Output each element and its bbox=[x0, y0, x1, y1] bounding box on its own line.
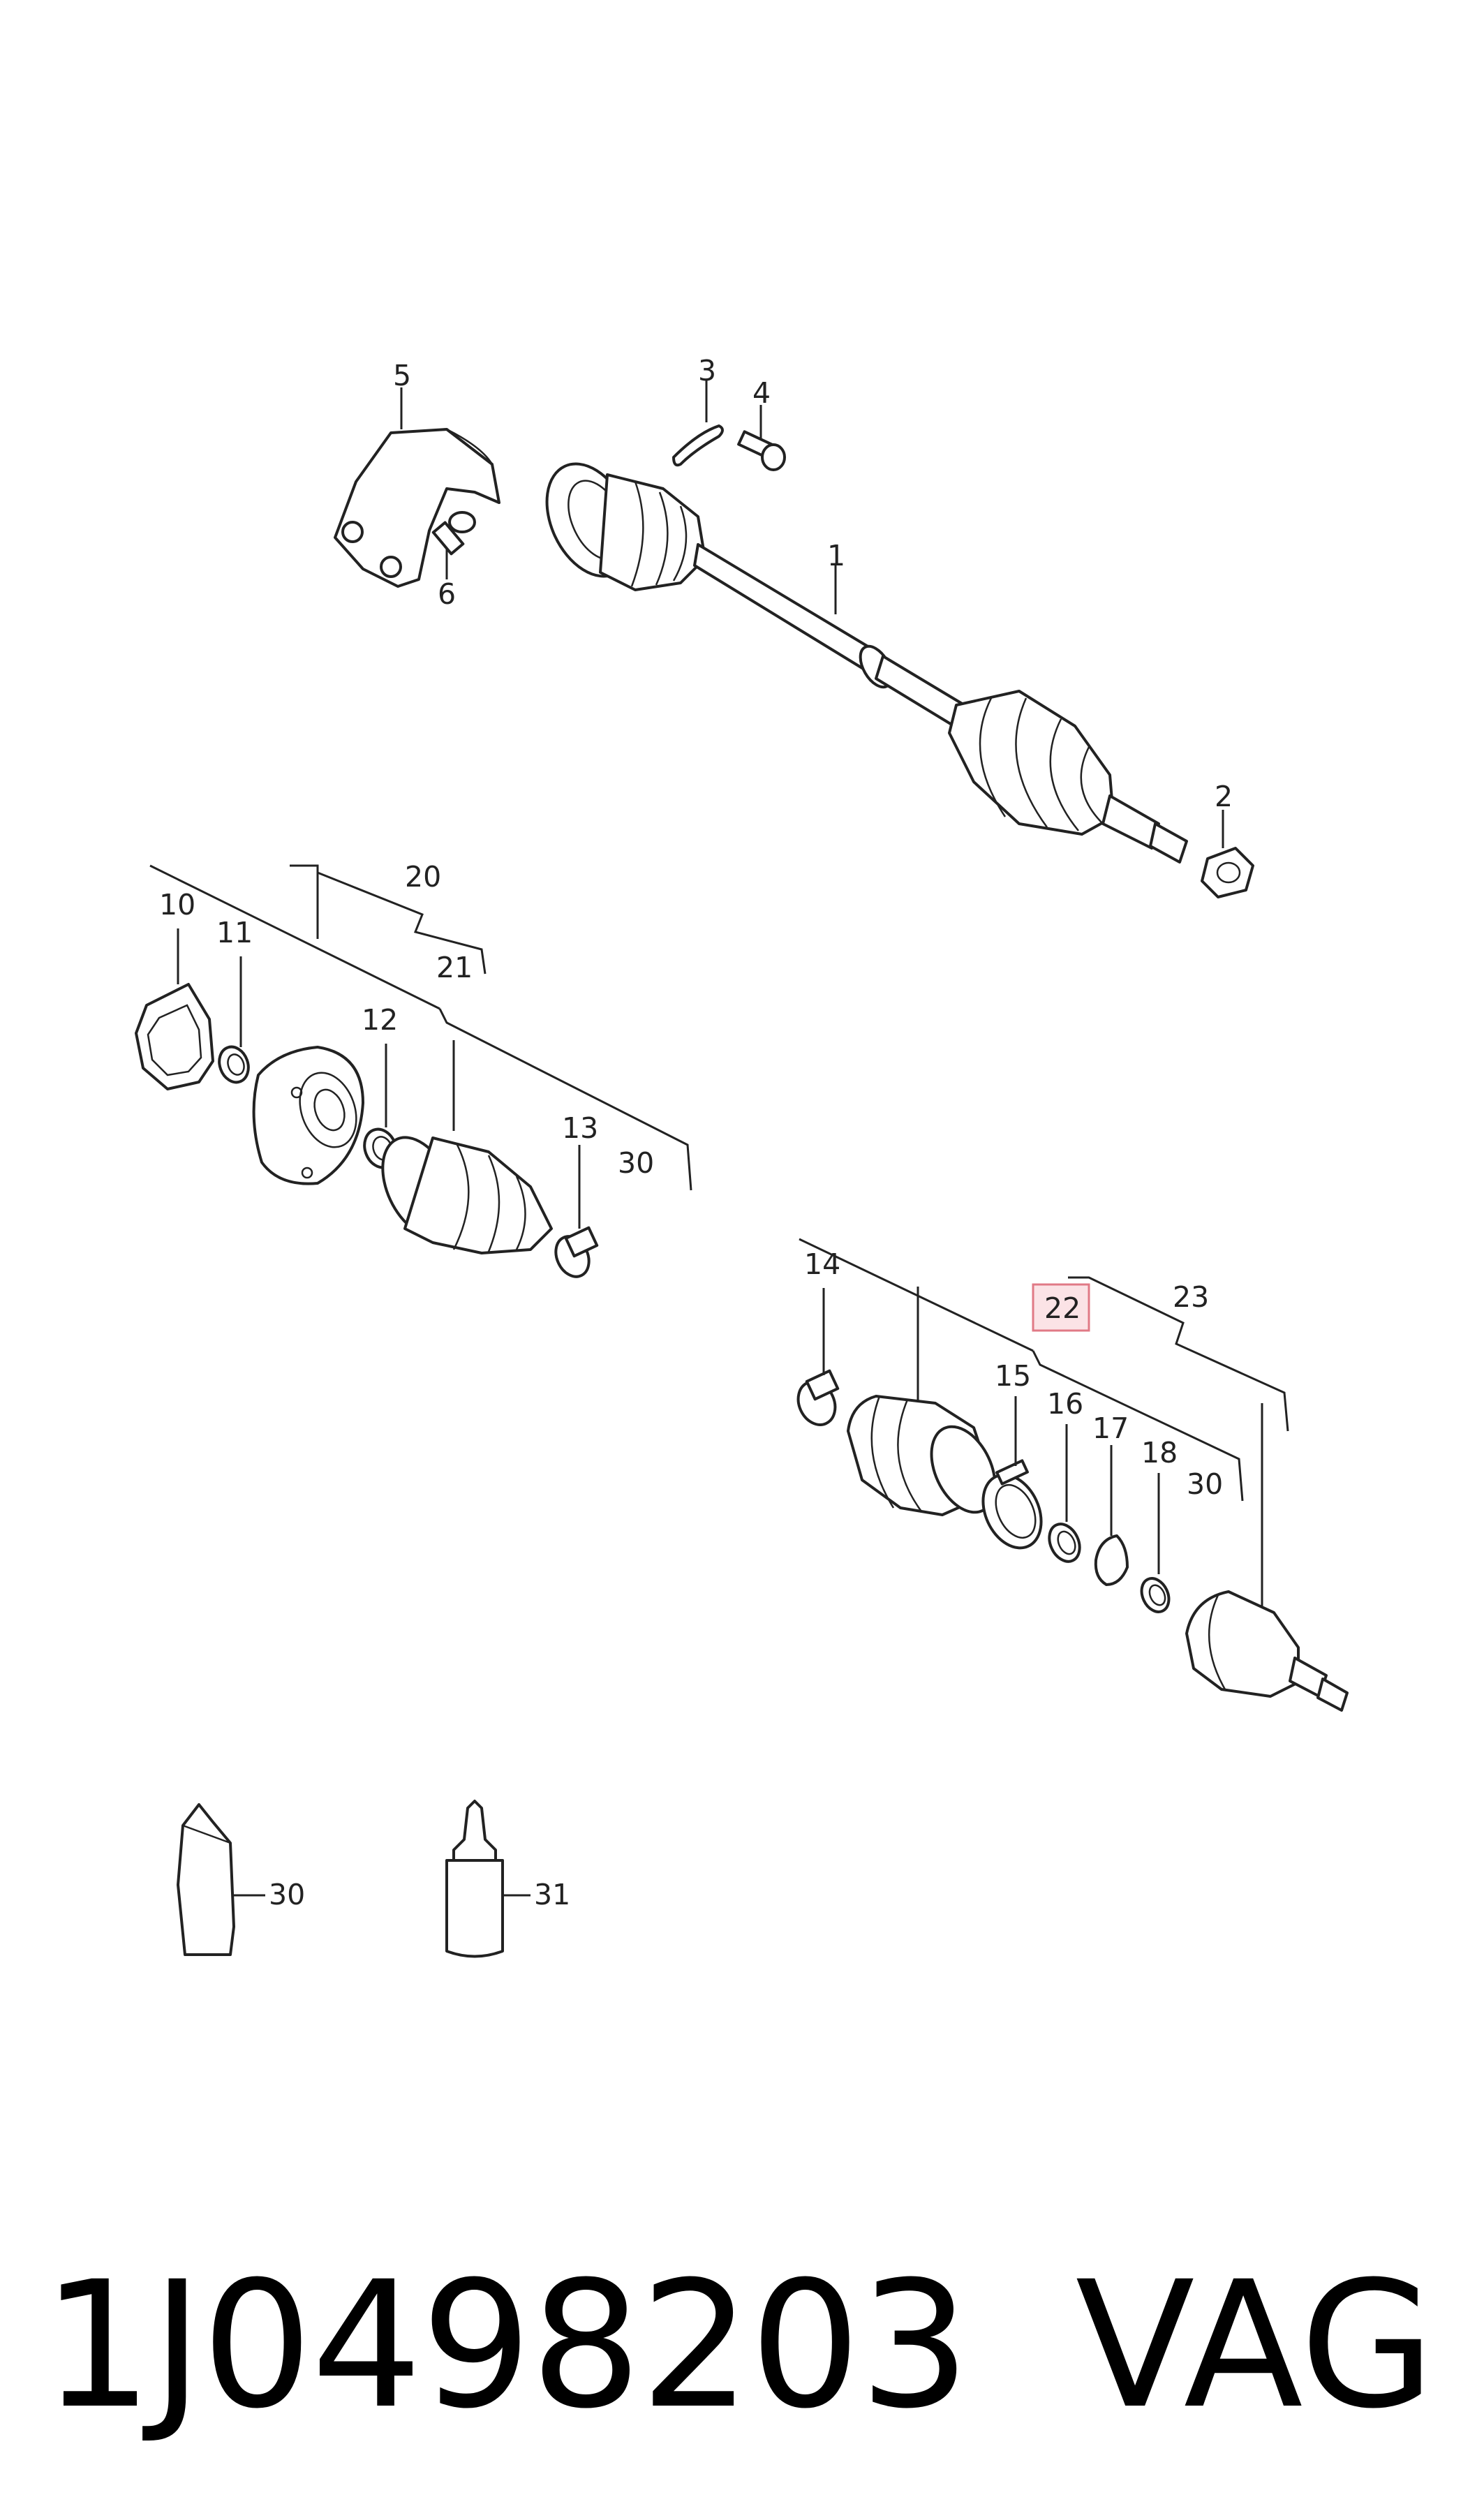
clamp-14-part bbox=[796, 1369, 840, 1426]
footer: 1J0498203 VAG bbox=[0, 2199, 1484, 2492]
bolt-4-part bbox=[737, 430, 786, 471]
callout-22-highlight bbox=[1032, 1283, 1090, 1332]
callout-31: 31 bbox=[534, 1878, 570, 1911]
outer-boot-part bbox=[847, 1395, 997, 1516]
inner-cv-joint-part bbox=[252, 1046, 364, 1185]
bolt-6-part bbox=[431, 511, 476, 556]
callout-30-tube: 30 bbox=[269, 1878, 305, 1911]
dish-spring-17-part bbox=[1094, 1534, 1129, 1586]
clamp-13-part bbox=[554, 1226, 599, 1278]
heat-shield-part bbox=[334, 428, 500, 588]
callout-10: 10 bbox=[159, 888, 195, 921]
drive-shaft-part bbox=[545, 462, 1188, 864]
callout-11: 11 bbox=[216, 916, 253, 949]
callout-15: 15 bbox=[995, 1359, 1031, 1393]
callout-2: 2 bbox=[1215, 780, 1233, 813]
callout-30-inner: 30 bbox=[618, 1146, 654, 1180]
outer-joint-kit-bracket bbox=[799, 1238, 1289, 1620]
inner-joint-kit-bracket bbox=[149, 864, 692, 1191]
callout-12: 12 bbox=[362, 1003, 398, 1037]
callout-23: 23 bbox=[1173, 1280, 1209, 1314]
gasket-10-part bbox=[135, 983, 214, 1090]
callout-22: 22 bbox=[1044, 1291, 1081, 1325]
callout-30-outer: 30 bbox=[1187, 1467, 1223, 1501]
callout-14: 14 bbox=[804, 1247, 840, 1281]
callout-3: 3 bbox=[698, 354, 716, 387]
outer-cv-joint-part bbox=[1185, 1590, 1349, 1712]
circlip-11-part bbox=[218, 1045, 250, 1084]
brand-name: VAG bbox=[1075, 2244, 1435, 2447]
ring-16-part bbox=[1048, 1523, 1081, 1563]
callout-16: 16 bbox=[1047, 1387, 1083, 1421]
callout-20: 20 bbox=[405, 860, 441, 894]
callout-13: 13 bbox=[562, 1111, 598, 1145]
inner-boot-part bbox=[381, 1136, 553, 1254]
callout-18: 18 bbox=[1141, 1436, 1178, 1469]
nut-2-part bbox=[1201, 847, 1254, 898]
callout-5: 5 bbox=[393, 359, 411, 392]
callout-21: 21 bbox=[436, 951, 473, 984]
callout-6: 6 bbox=[438, 577, 456, 611]
lubricant-bottle-part bbox=[445, 1800, 504, 1958]
callout-1: 1 bbox=[827, 539, 845, 572]
part-number: 1J0498203 bbox=[42, 2244, 970, 2447]
callout-4: 4 bbox=[752, 376, 771, 410]
band-15-part bbox=[981, 1459, 1043, 1550]
grease-tube-part bbox=[177, 1803, 235, 1956]
circlip-18-part bbox=[1140, 1577, 1171, 1613]
callout-17: 17 bbox=[1092, 1412, 1129, 1445]
clip-3-part bbox=[672, 424, 724, 467]
